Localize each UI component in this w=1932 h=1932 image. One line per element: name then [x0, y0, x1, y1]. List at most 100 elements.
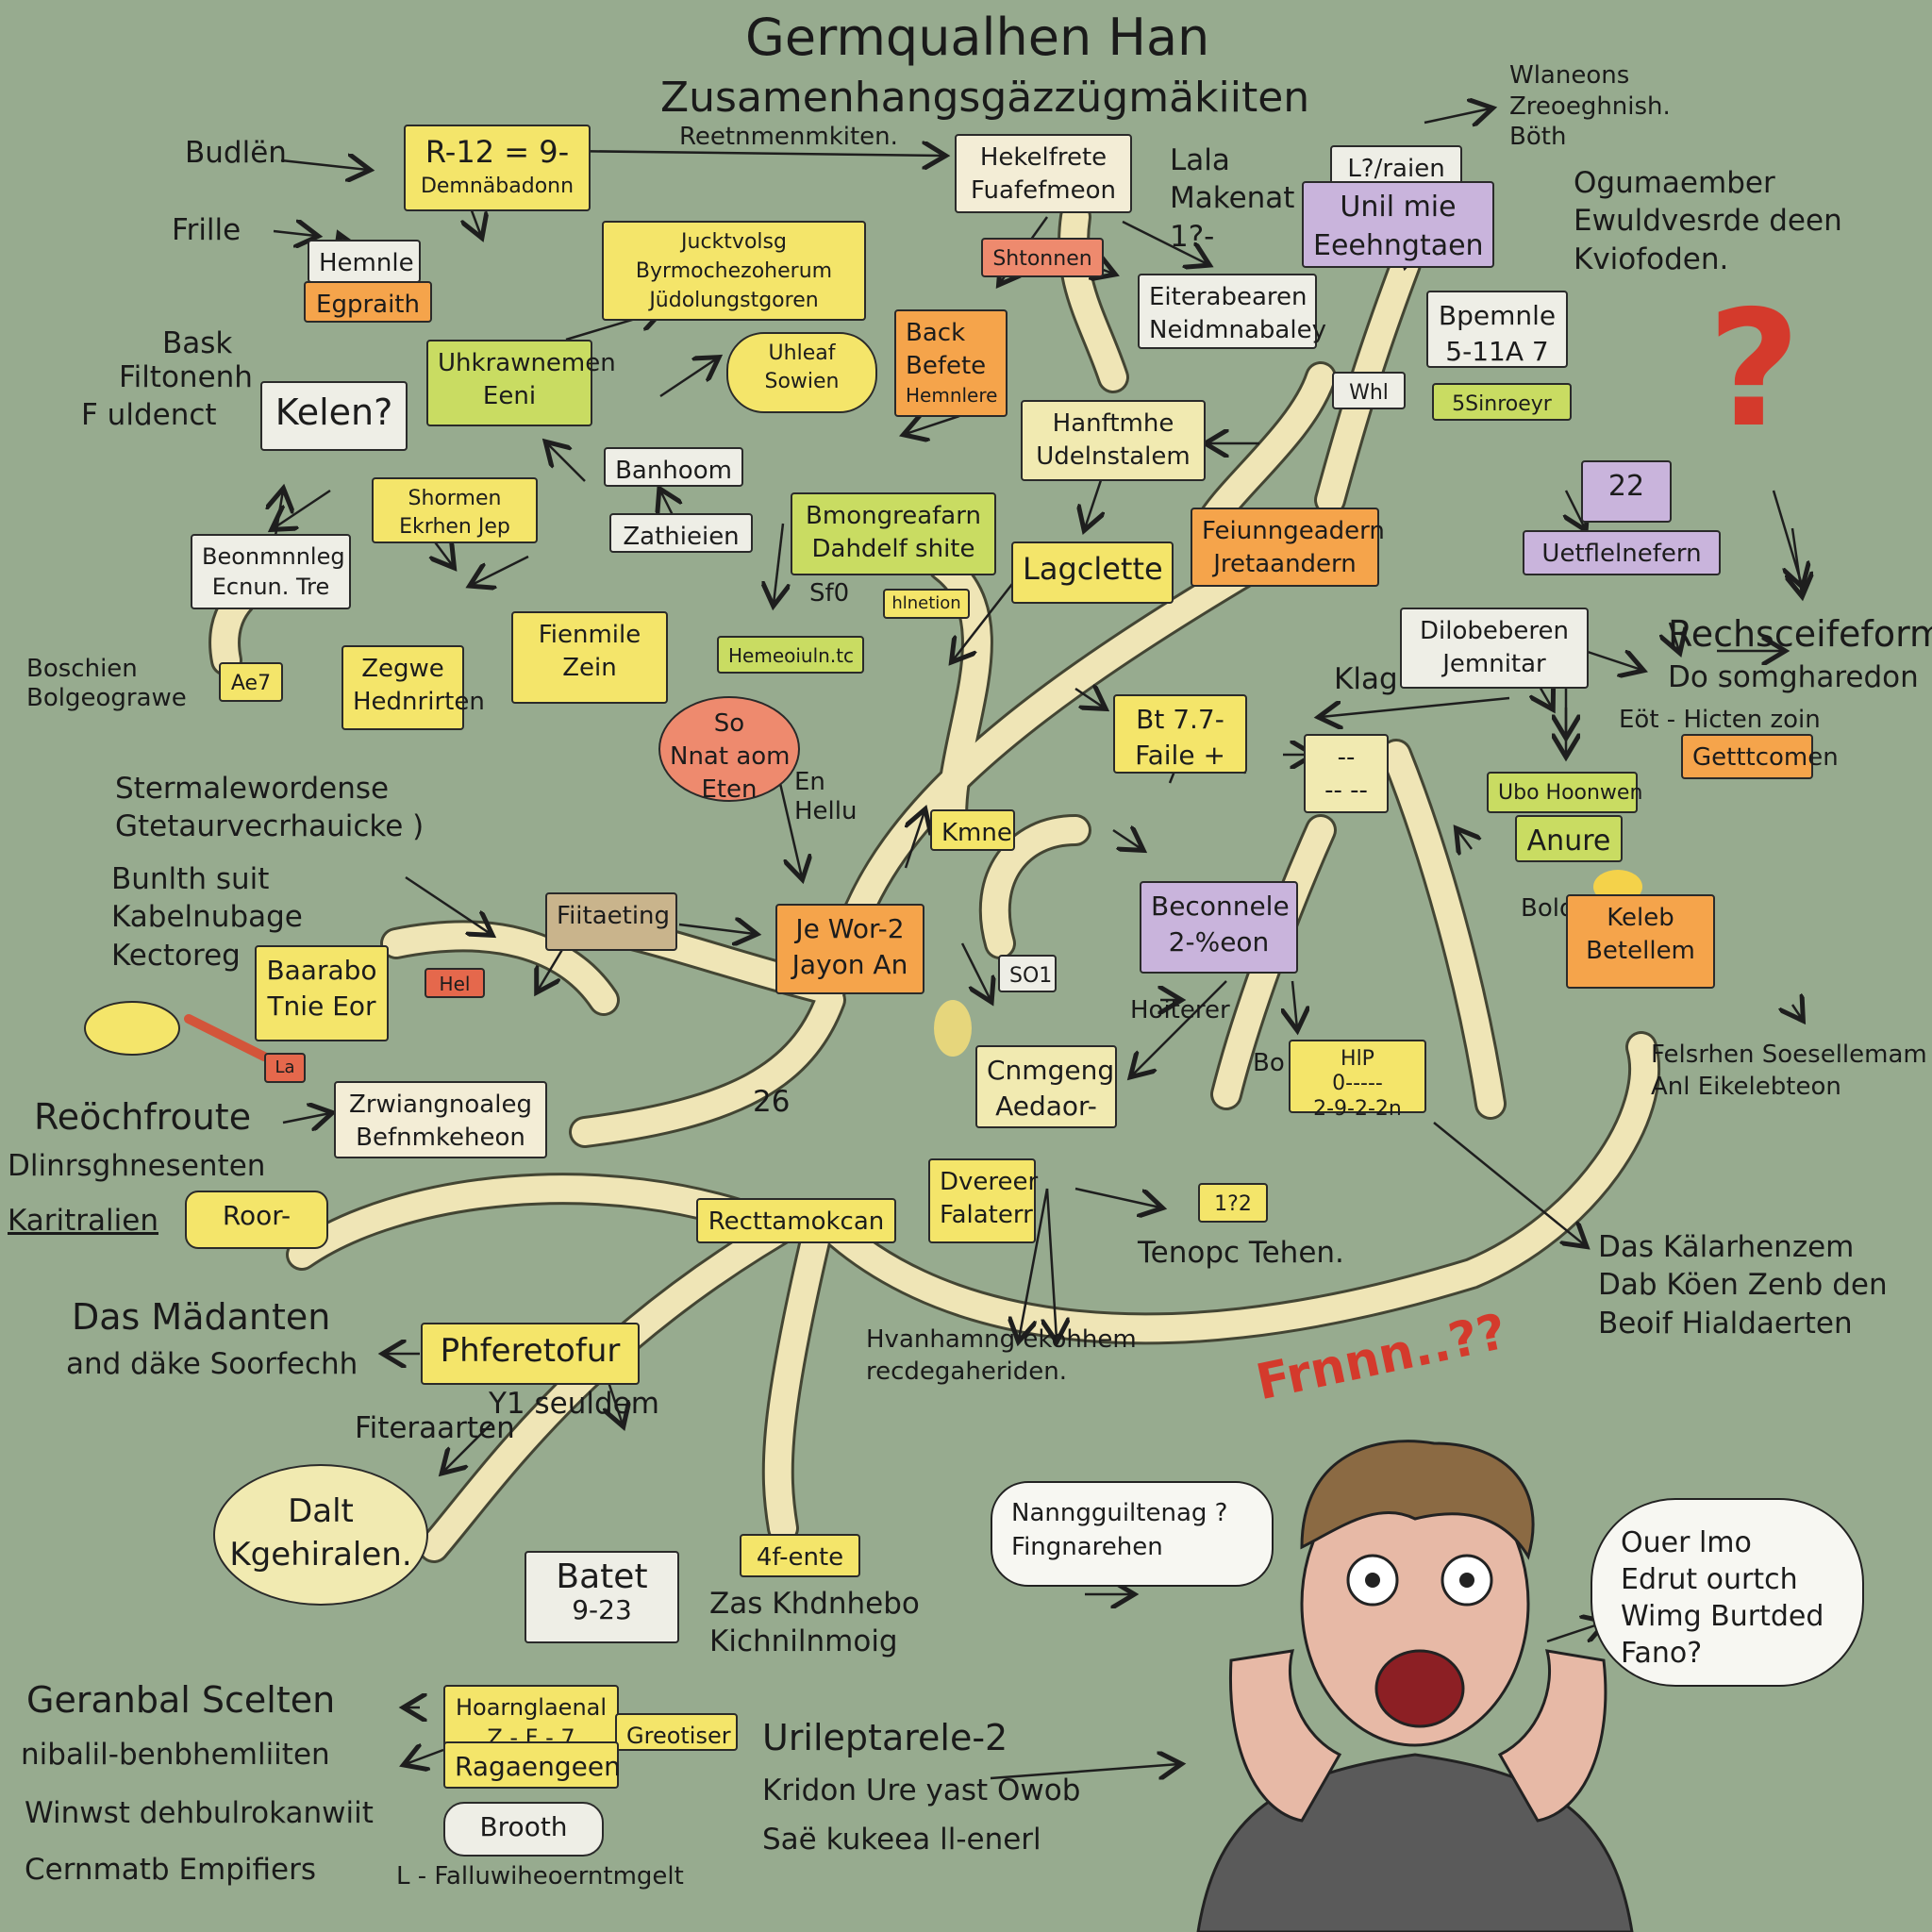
label-urileptarele: Urileptarele-2	[762, 1717, 1008, 1758]
label-felsrhen: Felsrhen Soesellemam Anl Eikelebteon	[1651, 1041, 1927, 1101]
node-batet[interactable]: Batet 9-23	[525, 1551, 679, 1643]
label-nibalil: nibalil-benbhemliiten	[21, 1738, 330, 1772]
label-26: 26	[753, 1085, 791, 1119]
node-bmongreafarn[interactable]: Bmongreafarn Dahdelf shite	[791, 492, 996, 575]
label-tenopc: Tenopc Tehen.	[1138, 1236, 1344, 1270]
label-karitralien: Karitralien	[8, 1204, 158, 1238]
label-bunlth: Bunlth suit Kabelnubage Kectoreg	[111, 862, 303, 973]
node-byrmon[interactable]: Jucktvolsg Byrmochezoherum Jüdolungstgor…	[602, 221, 866, 321]
node-so1[interactable]: SO1	[998, 955, 1057, 992]
node-roor[interactable]: Roor-	[185, 1191, 328, 1249]
node-lagclette[interactable]: Lagclette	[1011, 541, 1174, 604]
label-reochfroute: Reöchfroute	[34, 1096, 252, 1138]
node-banhoom[interactable]: Banhoom	[604, 447, 743, 487]
node-keleb-betellem[interactable]: Keleb Betellem	[1566, 894, 1715, 989]
label-falluwi: L - Falluwiheoerntmgelt	[396, 1862, 684, 1890]
node-back[interactable]: Back Befete Hemnlere	[894, 309, 1008, 417]
node-baarabo[interactable]: Baarabo Tnie Eor	[255, 945, 389, 1041]
node-dvereer[interactable]: Dvereer Falaterr	[928, 1158, 1038, 1243]
label-fuldenct: F uldenct	[81, 398, 217, 432]
node-1q2[interactable]: 1?2	[1198, 1183, 1268, 1223]
node-shtonnen[interactable]: Shtonnen	[981, 238, 1104, 277]
node-unil[interactable]: Unil mie Eeehngtaen	[1302, 181, 1494, 268]
label-do-somgharedon: Do somgharedon	[1668, 660, 1919, 694]
node-kmne[interactable]: Kmne	[930, 809, 1015, 851]
node-beonmnnleg[interactable]: Beonmnnleg Ecnun. Tre	[191, 534, 351, 609]
label-y1-seuldem: Y1 seuldem	[489, 1387, 659, 1421]
cloud-icon	[84, 1001, 180, 1056]
node-4fente[interactable]: 4f-ente	[740, 1534, 860, 1577]
node-hanftmhe[interactable]: Hanftmhe Udelnstalem	[1021, 400, 1206, 481]
node-greotiser[interactable]: Greotiser	[615, 1713, 738, 1751]
node-hekelfrete[interactable]: Hekelfrete Fuafefmeon	[955, 134, 1132, 213]
node-ssinroor[interactable]: 5Sinroeyr	[1432, 383, 1572, 421]
node-hemnle[interactable]: Hemnle	[308, 240, 421, 283]
node-jewor2[interactable]: Je Wor-2 Jayon An	[775, 904, 924, 994]
label-stermaleworde: Stermalewordense Gtetaurvecrhauicke )	[115, 772, 425, 844]
node-beconnele[interactable]: Beconnele 2-%eon	[1140, 881, 1298, 974]
node-feiunngeadern[interactable]: Feiunngeadern Jretaandern	[1191, 508, 1385, 587]
label-das-kalarhenzem: Das Kälarhenzem Dab Köen Zenb den Beoif …	[1598, 1230, 1888, 1341]
node-ubo[interactable]: Ubo Hoonwen	[1487, 772, 1642, 813]
node-22[interactable]: 22	[1581, 460, 1672, 523]
node-egpraith[interactable]: Egpraith	[304, 281, 432, 323]
label-frille: Frille	[172, 213, 242, 247]
label-boschien: Boschien Bolgeograwe	[26, 655, 187, 713]
node-fienmile[interactable]: Fienmile Zein	[511, 611, 668, 704]
label-eot-hicten: Eöt - Hicten zoin	[1619, 706, 1821, 734]
node-fiitaeting[interactable]: Fiitaeting	[545, 892, 677, 951]
node-hemeoiulntc[interactable]: Hemeoiuln.tc	[717, 636, 864, 674]
top-right-note: Zreoeghnish.	[1509, 92, 1671, 121]
node-brooth[interactable]: Brooth	[443, 1802, 604, 1857]
node-unil-tag[interactable]: L?/raien	[1330, 145, 1462, 185]
node-uetflelnefern[interactable]: Uetflelnefern	[1523, 530, 1721, 575]
node-cnmgeng[interactable]: Cnmgeng Aedaor-	[975, 1045, 1117, 1128]
node-bt77[interactable]: Bt 7.7- Faile +	[1113, 694, 1247, 774]
node-shormen[interactable]: Shormen Ekrhen Jep	[372, 477, 538, 543]
label-filtonenh: Filtonenh	[119, 360, 253, 394]
node-kelen[interactable]: Kelen?	[260, 381, 408, 451]
label-sf0: Sf0	[809, 579, 850, 608]
node-la-red[interactable]: La	[264, 1053, 306, 1083]
speech-bubble-right: Ouer lmo Edrut ourtch Wimg Burtded Fano?	[1591, 1498, 1864, 1687]
label-lala: Lala Makenat 1?-	[1170, 143, 1295, 254]
node-recttamokcan[interactable]: Recttamokcan	[696, 1198, 896, 1243]
node-phferetofur[interactable]: Phferetofur	[421, 1323, 640, 1385]
worried-person-illustration	[1196, 1440, 1634, 1932]
node-r12[interactable]: R-12 = 9- Demnäbadonn	[404, 125, 591, 211]
node-so-nnat-cloud[interactable]: So Nnat aom Eten	[658, 696, 800, 804]
node-zrwiangnoaleg[interactable]: Zrwiangnoaleg Befnmkeheon	[334, 1081, 547, 1158]
label-ogumaember: Ogumaember Ewuldvesrde deen Kviofoden.	[1574, 166, 1842, 276]
node-gettcomen[interactable]: Getttcomen	[1681, 734, 1839, 779]
node-hlnetion[interactable]: hlnetion	[883, 589, 970, 619]
page-subtitle: Zusamenhangsgäzzügmäkiiten	[660, 74, 1310, 122]
question-mark-icon: ?	[1707, 276, 1801, 463]
node-zathieien[interactable]: Zathieien	[609, 513, 753, 553]
node-anure[interactable]: Anure	[1515, 815, 1623, 862]
node-dalt-ellipse[interactable]: Dalt Kgehiralen.	[213, 1464, 428, 1606]
label-geranbal: Geranbal Scelten	[26, 1679, 336, 1721]
label-hvanhamng: Hvanhamng ekohhem recdegaheriden.	[866, 1325, 1137, 1386]
label-rechsceifeform: Rechsceifeform.	[1668, 613, 1932, 655]
label-fiteraarten: Fiteraarten	[355, 1411, 515, 1445]
label-and-dake: and däke Soorfechh	[66, 1347, 358, 1381]
subtitle-note: Reetnmenmkiten.	[679, 123, 898, 151]
label-budlen: Budlën	[185, 136, 287, 170]
node-whl[interactable]: Whl	[1332, 372, 1406, 409]
node-eiterabearen[interactable]: Eiterabearen Neidmnabaley	[1138, 274, 1326, 349]
node-hlp[interactable]: HlP 0----- 2-9-2-2n	[1289, 1040, 1426, 1121]
node-ae7[interactable]: Ae7	[219, 662, 283, 702]
node-uhkrawnemen[interactable]: Uhkrawnemen Eeni	[426, 340, 616, 426]
node-ragaengeen[interactable]: Ragaengeen	[443, 1741, 621, 1789]
node-dilobeberen[interactable]: Dilobeberen Jemnitar	[1400, 608, 1589, 689]
node-bpemnle[interactable]: Bpemnle 5-11A 7	[1426, 291, 1568, 368]
node-zegwe[interactable]: Zegwe Hednrirten	[341, 645, 485, 730]
node-dashes[interactable]: -- -- --	[1304, 734, 1389, 813]
label-saekuke: Saë kukeea ll-enerl	[762, 1823, 1041, 1857]
label-en-hellu: En Hellu	[794, 768, 858, 826]
node-uhleaf-cloud[interactable]: Uhleaf Sowien	[726, 332, 877, 413]
node-hel[interactable]: Hel	[425, 968, 485, 998]
label-hoiterer: Hoiterer	[1130, 996, 1230, 1024]
label-dlinrsghnesenten: Dlinrsghnesenten	[8, 1149, 266, 1183]
label-bask: Bask	[162, 326, 233, 360]
